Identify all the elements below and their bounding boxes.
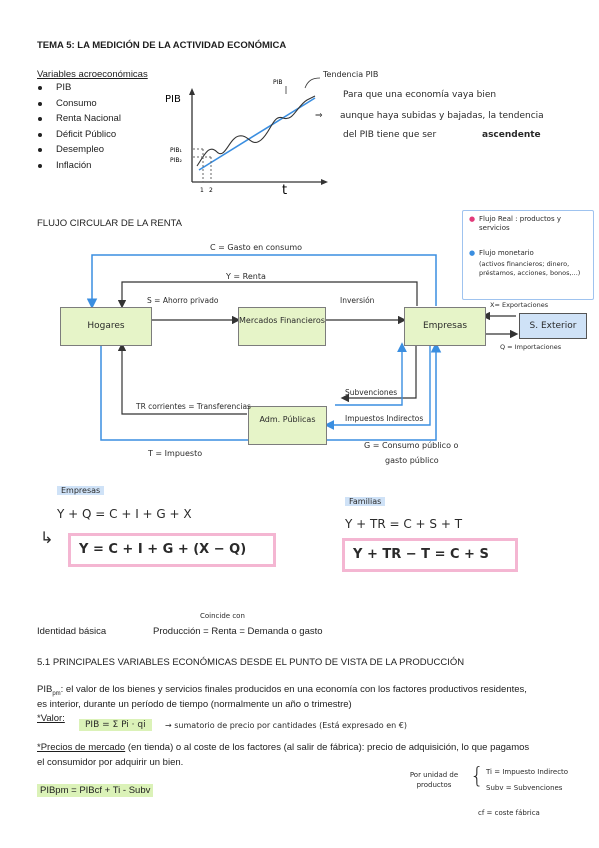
empresas-eq1: Y + Q = C + I + G + X — [57, 507, 192, 521]
pib-pm-paragraph: PIBpm: el valor de los bienes y servicio… — [37, 684, 527, 697]
identidad-label: Identidad básica — [37, 626, 107, 637]
variables-heading: Variables acroeconómicas — [37, 69, 148, 80]
note-line1: Para que una economía vaya bien — [343, 90, 497, 100]
label-ahorro: S = Ahorro privado — [147, 296, 219, 305]
valor-formula: PIB = Σ Pi · qi — [79, 719, 152, 731]
identidad-annotation: Coincide con — [200, 612, 245, 620]
bullet-icon: ● — [469, 249, 476, 257]
graph-x-label: t — [282, 183, 287, 195]
label-c-gasto: C = Gasto en consumo — [210, 243, 303, 252]
empresas-eq2: Y = C + I + G + (X − Q) — [68, 533, 276, 567]
bullet-icon: ● — [469, 215, 476, 223]
list-item: Desempleo — [37, 142, 121, 158]
legend-real: Flujo Real : productos y servicios — [479, 215, 561, 232]
graph-t2: 2 — [209, 187, 213, 194]
label-consumo-publico: G = Consumo público o — [364, 441, 459, 450]
label-impuesto: T = Impuesto — [148, 449, 203, 458]
note-emphasis: ascendente — [482, 130, 541, 140]
label-inversion: Inversión — [340, 296, 375, 305]
label-exportaciones: X= Exportaciones — [490, 301, 549, 309]
list-item: Déficit Público — [37, 127, 121, 143]
familias-eq2: Y + TR − T = C + S — [342, 538, 518, 572]
curve-arrow-icon: ↳ — [40, 528, 54, 547]
final-formula: PIBpm = PIBcf + Ti - Subv — [37, 784, 154, 797]
identidad-text: Producción = Renta = Demanda o gasto — [153, 626, 323, 637]
valor-label: *Valor: — [37, 713, 65, 724]
label-gasto-publico: gasto público — [385, 456, 439, 465]
node-publicas: Adm. Públicas — [248, 406, 327, 445]
list-item: PIB — [37, 80, 121, 96]
brace-icon: { — [470, 764, 484, 789]
pib-graph: PIB t PIB PIB₁ PIB₂ 1 2 — [165, 77, 328, 195]
label-y-renta: Y = Renta — [226, 272, 266, 281]
list-item: Consumo — [37, 96, 121, 112]
precios-paragraph: *Precios de mercado (en tienda) o al cos… — [37, 742, 530, 753]
familias-eq1: Y + TR = C + S + T — [345, 517, 463, 531]
label-importaciones: Q = Importaciones — [500, 343, 562, 351]
graph-t1: 1 — [200, 187, 204, 194]
note-line3: del PIB tiene que ser — [343, 130, 437, 140]
label-indirectos: Impuestos Indirectos — [345, 414, 424, 423]
section-heading: 5.1 PRINCIPALES VARIABLES ECONÓMICAS DES… — [37, 657, 465, 668]
graph-pib1: PIB₁ — [170, 147, 183, 154]
legend-monetario-detail: (activos financieros; dinero, préstamos,… — [479, 260, 581, 277]
list-item: Inflación — [37, 158, 121, 174]
node-mercados: Mercados Financieros — [238, 307, 326, 346]
node-hogares: Hogares — [60, 307, 152, 346]
label-subvenciones: Subvenciones — [345, 388, 398, 397]
node-empresas: Empresas — [404, 307, 486, 346]
valor-note: → sumatorio de precio por cantidades (Es… — [165, 721, 407, 730]
pib-pm-paragraph-2: es interior, durante un período de tiemp… — [37, 699, 352, 710]
node-exterior: S. Exterior — [519, 313, 587, 339]
graph-trend-tag: Tendencia PIB — [323, 70, 379, 79]
side-note-label: Por unidad de productos — [409, 771, 459, 789]
legend-monetario: Flujo monetario — [479, 249, 534, 257]
graph-pib2: PIB₂ — [170, 157, 183, 164]
side-subv: Subv = Subvenciones — [486, 784, 563, 792]
precios-paragraph-2: el consumidor por adquirir un bien. — [37, 757, 184, 768]
note-line2: aunque haya subidas y bajadas, la tenden… — [340, 111, 544, 121]
list-item: Renta Nacional — [37, 111, 121, 127]
label-transferencias: TR corrientes = Transferencias — [136, 402, 251, 411]
flow-legend: ● Flujo Real : productos y servicios ● F… — [462, 210, 594, 300]
graph-pib-tag: PIB — [273, 79, 283, 86]
graph-y-label: PIB — [165, 94, 181, 105]
variables-list: PIB Consumo Renta Nacional Déficit Públi… — [37, 80, 121, 174]
side-ti: Ti = Impuesto Indirecto — [486, 768, 569, 776]
empresas-tag: Empresas — [57, 486, 105, 495]
arrow-icon: ⇒ — [315, 111, 323, 121]
side-cf: cf = coste fábrica — [478, 809, 540, 817]
page-title: TEMA 5: LA MEDICIÓN DE LA ACTIVIDAD ECON… — [37, 40, 287, 51]
familias-tag: Familias — [345, 497, 386, 506]
flujo-heading: FLUJO CIRCULAR DE LA RENTA — [37, 218, 182, 229]
